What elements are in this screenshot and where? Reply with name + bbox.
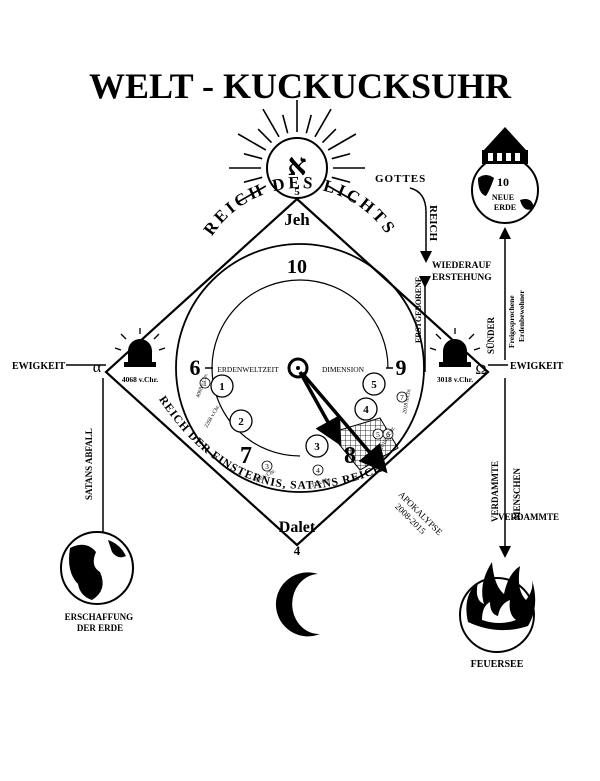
left-ewigkeit: EWIGKEIT: [12, 361, 66, 372]
left-lamp-icon: [114, 328, 166, 367]
new-earth-icon: [471, 156, 539, 224]
satans-abfall-label: SATANS ABFALL: [84, 428, 94, 500]
apokalypse-label: APOKALYPSE 2008-2015: [389, 489, 446, 546]
left-year: 4068 v.Chr.: [122, 375, 158, 384]
clock-hand-long: [300, 371, 388, 474]
jeh-label: Jeh: [284, 210, 310, 229]
clock-hub-outer: [287, 357, 309, 379]
svg-text:2268 v.Chr.: 2268 v.Chr.: [204, 403, 222, 429]
verdammte-label-1: VERDAMMTE: [490, 461, 500, 522]
sun-ray: [305, 114, 313, 134]
right-ewigkeit: EWIGKEIT: [510, 361, 564, 372]
freigesprochene-label: Freigesprochene: [507, 295, 516, 348]
page-title: WELT - KUCKUCKSUHR: [89, 66, 512, 106]
earth-globe-icon: [60, 531, 134, 605]
svg-text:2018 n.Chr.: 2018 n.Chr.: [402, 387, 413, 414]
wiederauferstehung-label: WIEDERAUF ERSTEHUNG: [432, 261, 493, 283]
dalet-label: Dalet: [279, 519, 316, 536]
sun-ray: [243, 152, 263, 160]
verdammte-label: VERDAMMTE: [498, 512, 559, 522]
verdammte-label-2: MENSCHEN: [512, 467, 522, 520]
sun-ray: [281, 114, 289, 134]
sun-ray: [237, 133, 267, 151]
svg-text:6: 6: [386, 430, 390, 439]
erstgeborene-label: ERSTGEBORENE: [414, 277, 423, 343]
fire-lake-icon: [459, 562, 536, 653]
svg-text:4: 4: [316, 466, 320, 475]
svg-text:7: 7: [400, 393, 404, 402]
dimension-label: DIMENSION: [322, 365, 365, 374]
svg-text:4: 4: [363, 404, 369, 416]
crescent-moon-icon: [275, 572, 320, 637]
sun-ray: [314, 108, 332, 138]
outer-clock-circle: [175, 243, 425, 493]
sun-ray: [327, 185, 357, 203]
inner-clock-arc: [211, 279, 389, 369]
aleph-number: 5: [294, 186, 300, 198]
svg-text:1: 1: [203, 379, 207, 388]
clock-hand-short: [298, 371, 342, 447]
gottes-reich-arrow: [409, 187, 432, 263]
erdenweltzeit-label: ERDENWELTZEIT: [217, 365, 279, 374]
omega-symbol: Ω: [475, 362, 486, 378]
svg-text:3: 3: [265, 462, 269, 471]
aleph-circle: א 5: [266, 137, 328, 199]
dalet-number: 4: [294, 543, 301, 558]
gottes-reich-label: GOTTES: [375, 173, 426, 185]
sun-ray: [262, 108, 280, 138]
erschaffung-label: ERSCHAFFUNG DER ERDE: [65, 612, 136, 633]
svg-text:5: 5: [371, 379, 377, 391]
sun-ray: [257, 128, 273, 144]
sun-ray: [237, 185, 267, 203]
right-lamp-icon: [429, 328, 481, 367]
aleph-letter: א: [287, 149, 306, 182]
sun-ray: [331, 176, 351, 184]
sun-ray: [243, 176, 263, 184]
erdenbewohner-label: Erdenbewohner: [517, 290, 526, 342]
sun-ray: [331, 152, 351, 160]
right-year: 3018 v.Chr.: [437, 375, 473, 384]
clock-six: 6: [190, 355, 201, 380]
sun-ray: [327, 133, 357, 151]
ten-label: 10: [287, 256, 307, 278]
right-circle-3: 3: [305, 434, 329, 458]
left-circle-2: 2: [229, 409, 253, 433]
right-circle-5: 5: [362, 372, 386, 396]
sun-ray: [321, 128, 337, 144]
gottes-reich-label-2: REICH: [427, 205, 439, 242]
svg-text:1: 1: [219, 381, 225, 393]
feuersee-label: FEUERSEE: [471, 659, 524, 670]
clock-nine: 9: [396, 355, 407, 380]
sun-rays: [229, 100, 365, 203]
svg-text:3: 3: [314, 441, 320, 453]
diamond-frame: [104, 197, 490, 547]
svg-text:2: 2: [238, 416, 244, 428]
clock-seven: 7: [240, 443, 252, 469]
clock-hub-inner: [296, 366, 300, 370]
temple-icon: [482, 127, 528, 164]
left-circle-1: 1: [210, 374, 234, 398]
small-numbers: 1 3 4 5 6 7: [199, 377, 408, 476]
svg-text:5: 5: [376, 430, 380, 439]
new-earth-label: 10 NEUE ERDE: [492, 173, 518, 212]
right-circle-4: 4: [354, 397, 378, 421]
suender-label: SÜNDER: [486, 316, 496, 354]
alpha-symbol: α: [93, 359, 102, 376]
